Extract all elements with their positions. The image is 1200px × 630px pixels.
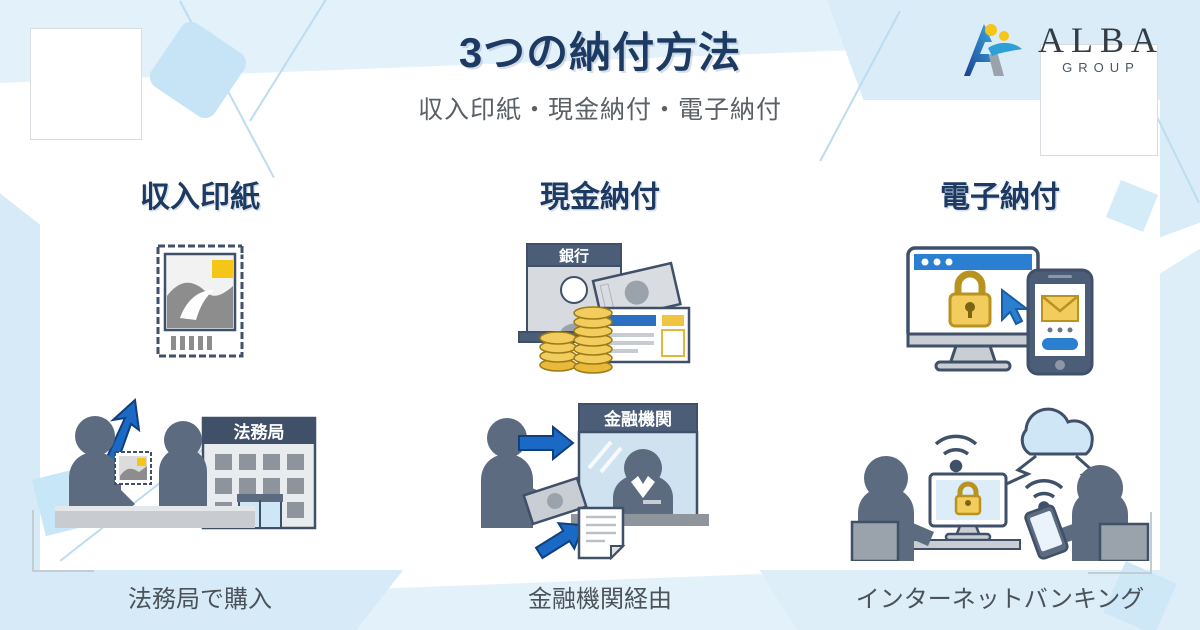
internet-banking-scene — [850, 396, 1150, 561]
small-stamp-icon — [114, 451, 152, 485]
corner-bracket-bottom-left — [32, 510, 94, 572]
chair-right-icon — [1098, 522, 1150, 561]
handheld-phone-icon — [1024, 504, 1069, 560]
building-sign-text: 法務局 — [234, 422, 285, 442]
column-caption-3: インターネットバンキング — [855, 586, 1145, 613]
card-icon — [599, 306, 691, 363]
methods-row: 収入印紙 — [0, 172, 1200, 614]
corner-bracket-bottom-right — [1088, 512, 1152, 574]
alba-mark-icon — [964, 24, 1022, 76]
stamp-illustration — [140, 216, 260, 396]
logo-name: ALBA — [1038, 20, 1164, 61]
method-column-cash: 現金納付 銀行 — [400, 172, 800, 614]
column-caption-1: 法務局で購入 — [128, 586, 272, 613]
method-column-electronic: 電子納付 — [800, 172, 1200, 614]
column-heading-2: 現金納付 — [540, 181, 660, 214]
envelope-icon — [1041, 294, 1079, 322]
chair-left-icon — [850, 520, 900, 561]
page-subtitle: 収入印紙・現金納付・電子納付 — [417, 96, 782, 125]
bank-sign-text: 銀行 — [559, 247, 589, 265]
law-office-scene: 法務局 — [55, 396, 345, 561]
arrow-right-icon — [518, 424, 575, 462]
document-icon — [577, 506, 626, 561]
column-heading-1: 収入印紙 — [140, 181, 260, 214]
desk-monitor-icon — [928, 472, 1008, 542]
counter-sign-text: 金融機関 — [603, 409, 672, 429]
cloud-icon — [1020, 407, 1094, 456]
wifi-icon-left — [934, 434, 978, 473]
postage-stamp-icon — [156, 244, 244, 357]
bank-cash-illustration: 銀行 — [505, 216, 695, 396]
financial-counter-scene: 金融機関 — [475, 396, 725, 561]
alba-group-logo: ALBA GROUP — [958, 18, 1164, 80]
column-heading-3: 電子納付 — [940, 181, 1060, 214]
logo-subname: GROUP — [1062, 59, 1140, 75]
column-caption-2: 金融機関経由 — [528, 586, 672, 613]
smartphone-icon — [1026, 268, 1094, 375]
method-column-stamp: 収入印紙 — [0, 172, 400, 614]
devices-illustration — [900, 216, 1100, 396]
